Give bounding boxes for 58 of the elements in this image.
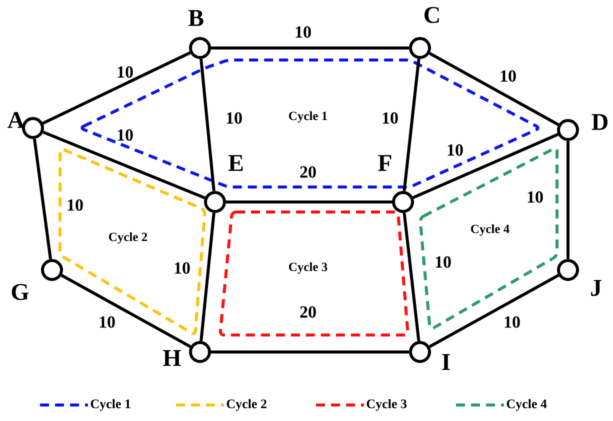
cycle-label: Cycle 3 (289, 262, 328, 274)
edge-weight: 20 (300, 306, 316, 318)
edge-line (566, 141, 570, 259)
vertex (163, 341, 211, 366)
edge-line (428, 274, 560, 348)
edge-weight: 10 (448, 144, 463, 156)
edge-weight: 10 (174, 262, 190, 274)
vertex (557, 114, 608, 141)
edge-line (211, 46, 409, 50)
vertex (557, 259, 602, 296)
edge-line (226, 200, 392, 204)
vertex-label: B (188, 10, 204, 26)
legend-item: Cycle 3 (316, 399, 407, 411)
edge-line (402, 212, 420, 342)
vertex-label: G (12, 284, 29, 300)
edge-weight: 10 (296, 26, 311, 38)
vertex-label: H (163, 350, 181, 366)
vertex (409, 341, 450, 370)
vertex-label: J (591, 280, 602, 296)
edge-weight: 10 (528, 191, 543, 203)
vertex (204, 155, 243, 213)
vertex-label: E (228, 155, 243, 171)
cycle-label: Cycle 2 (109, 232, 148, 244)
cycle-label: Cycle 4 (471, 224, 510, 236)
edge-line (42, 51, 191, 125)
vertex-label: D (592, 114, 608, 130)
vertex-label: A (8, 112, 24, 128)
edge-weight: 20 (300, 166, 316, 178)
vertex-label: C (424, 6, 439, 24)
vertex (8, 112, 44, 139)
edge-line (412, 133, 559, 199)
edge-line (211, 350, 409, 354)
edge-weight: 10 (226, 112, 242, 124)
vertex (409, 6, 439, 59)
edge-weight: 10 (68, 199, 83, 211)
edge-line (200, 58, 216, 192)
edge-line (428, 52, 560, 126)
edge-line (32, 138, 52, 260)
edge-weight: 10 (504, 316, 520, 328)
legend-item: Cycle 2 (176, 399, 266, 411)
edge-weight: 10 (436, 256, 451, 268)
vertex (12, 259, 63, 300)
edge-line (42, 130, 206, 200)
edge-weight: 10 (382, 112, 398, 124)
edge-line (200, 212, 216, 342)
edge-line (60, 274, 192, 348)
legend-item: Cycle 4 (456, 399, 547, 411)
vertex-label: F (378, 155, 392, 171)
edge-weight: 10 (500, 70, 516, 82)
edge-line (402, 58, 420, 192)
legend-item: Cycle 1 (40, 399, 130, 411)
edge-weight: 10 (118, 66, 133, 78)
vertex (378, 155, 414, 213)
edge-weight: 10 (100, 316, 115, 328)
vertex-label: I (442, 354, 450, 370)
vertex (188, 10, 211, 59)
edge-weight: 10 (118, 129, 133, 141)
cycle-label: Cycle 1 (289, 111, 327, 123)
